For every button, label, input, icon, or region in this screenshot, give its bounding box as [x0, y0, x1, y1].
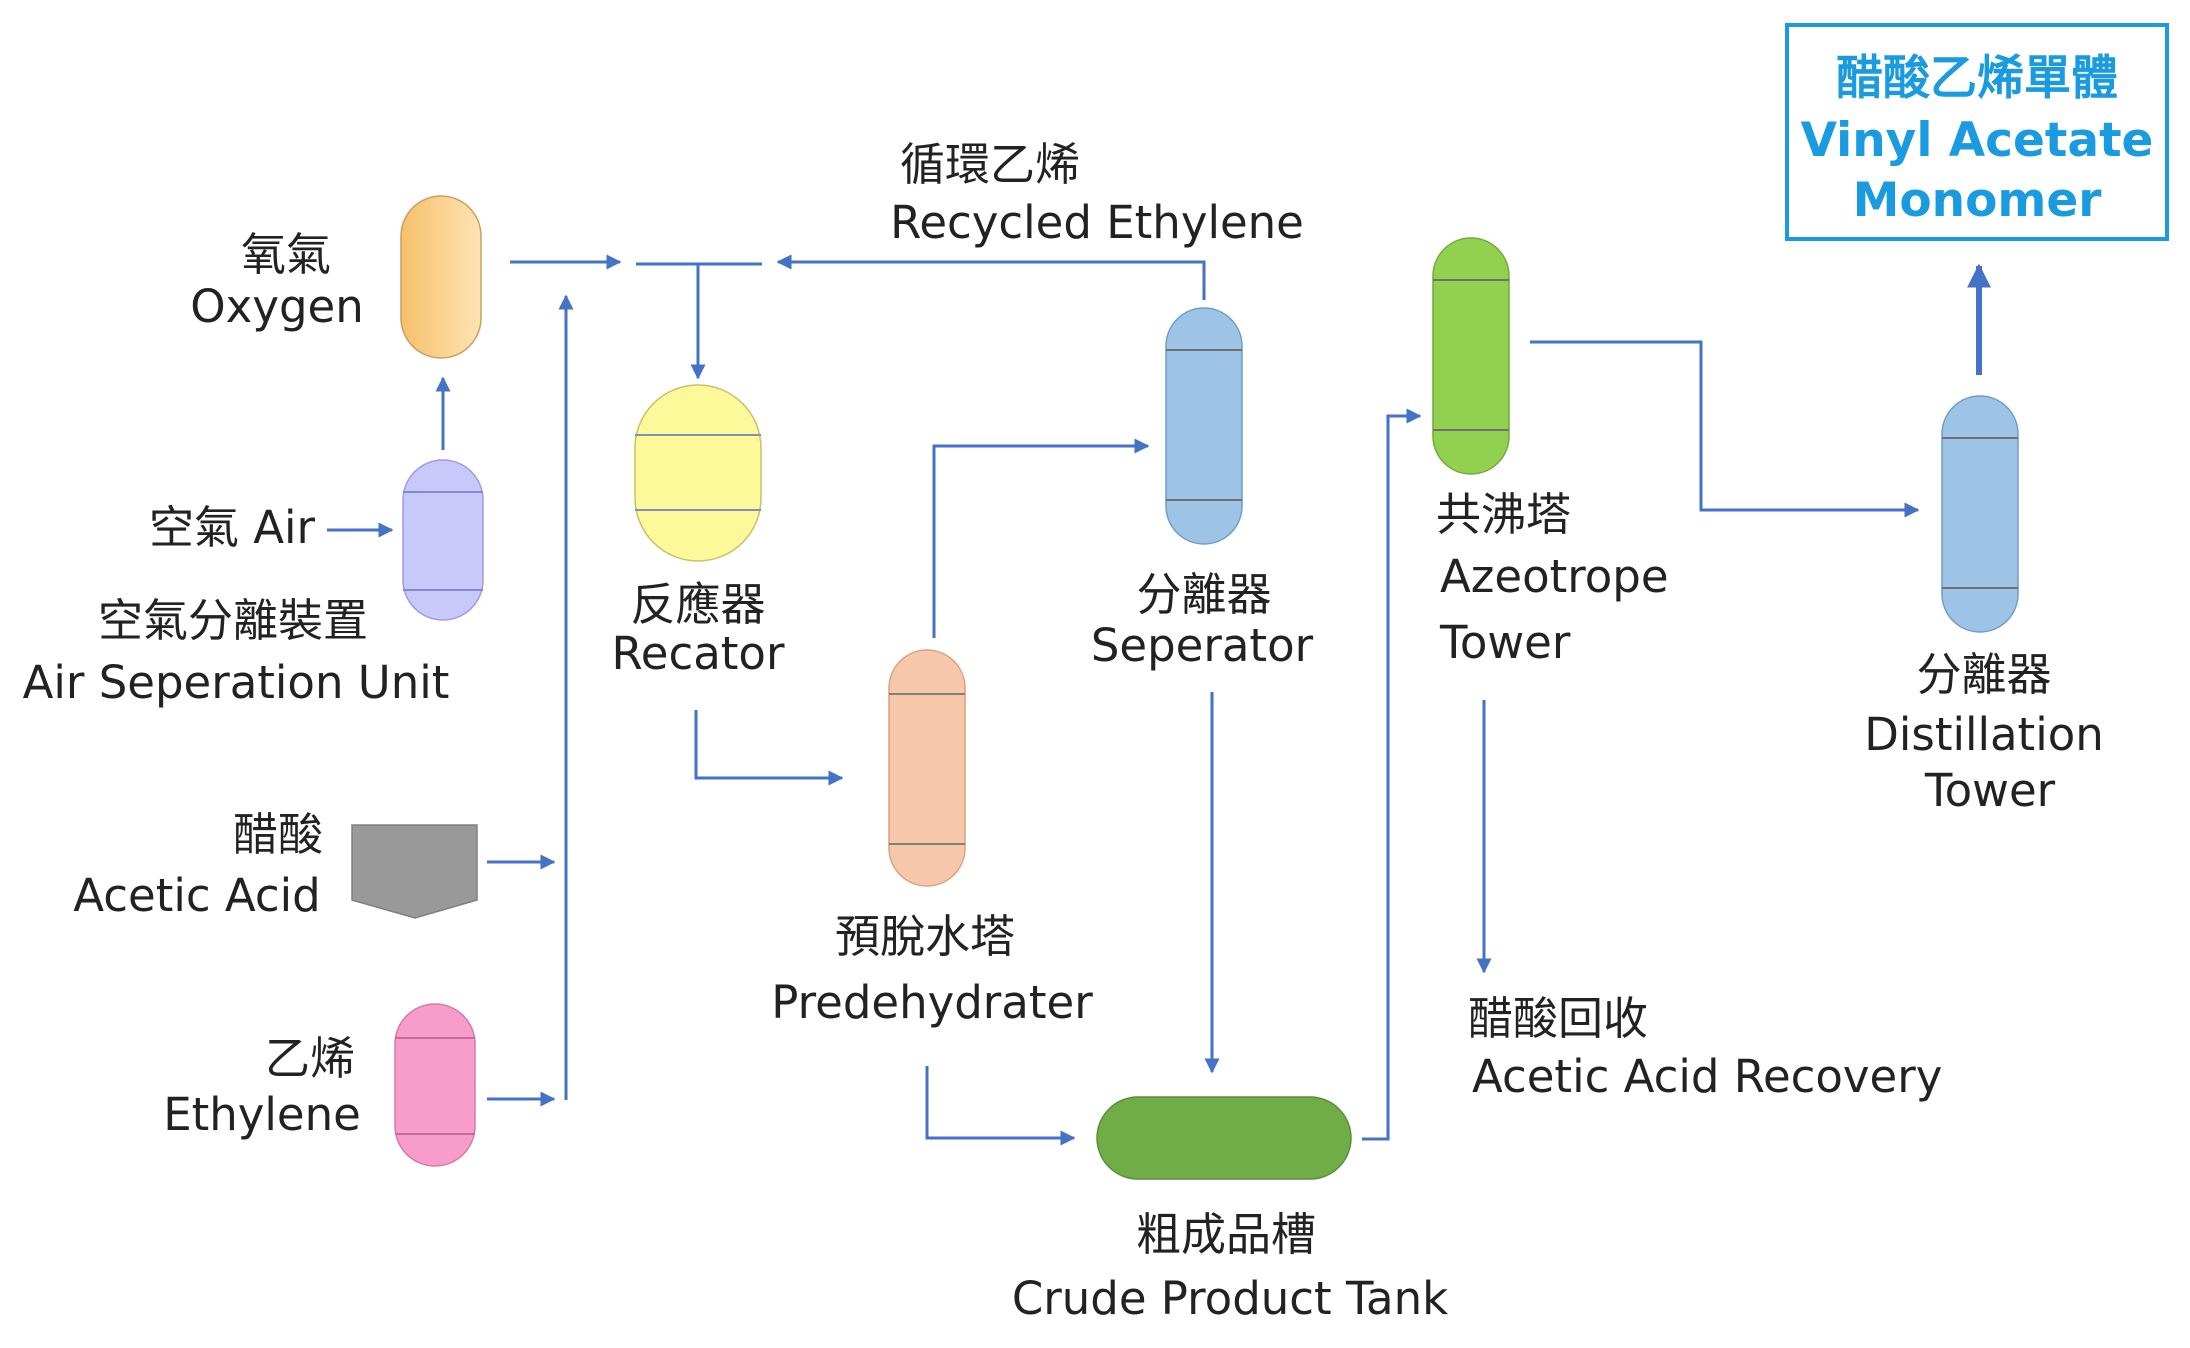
separator-vessel: [1165, 307, 1243, 545]
azeotrope-label-en1: Azeotrope: [1440, 550, 1669, 603]
reactor-label-zh: 反應器: [630, 578, 765, 631]
crude-tank-label-zh: 粗成品槽: [1136, 1208, 1316, 1261]
air-label: 空氣 Air: [149, 501, 316, 554]
asu-label-en: Air Seperation Unit: [23, 656, 450, 709]
air-separation-unit-vessel: [402, 459, 484, 621]
predehydrater-label-en: Predehydrater: [771, 976, 1093, 1029]
recycled-ethylene-label-zh: 循環乙烯: [900, 138, 1080, 191]
separator-label-zh: 分離器: [1136, 568, 1271, 621]
product-label-line1: 醋酸乙烯單體: [1836, 51, 2118, 106]
reactor-label-en: Recator: [612, 627, 785, 680]
acid-recovery-label-en: Acetic Acid Recovery: [1472, 1050, 1942, 1103]
distillation-tower-vessel: [1941, 395, 2019, 633]
oxygen-vessel: [400, 195, 482, 359]
ethylene-vessel: [394, 1003, 476, 1167]
acetic-acid-tank: [351, 824, 478, 919]
azeotrope-label-en2: Tower: [1439, 616, 1571, 669]
oxygen-label-zh: 氧氣: [241, 228, 331, 281]
acid-recovery-label-zh: 醋酸回收: [1468, 992, 1648, 1045]
distillation-label-en2: Tower: [1924, 764, 2056, 817]
recycled-ethylene-label-en: Recycled Ethylene: [890, 196, 1304, 249]
ethylene-label-zh: 乙烯: [265, 1032, 355, 1085]
product-box: [1785, 23, 2169, 241]
crude-tank-label-en: Crude Product Tank: [1012, 1272, 1448, 1325]
distillation-label-en1: Distillation: [1864, 708, 2104, 761]
flow-lines: [327, 254, 1991, 1146]
product-label-line2: Vinyl Acetate: [1801, 113, 2154, 168]
separator-label-en: Seperator: [1091, 619, 1314, 672]
oxygen-label-en: Oxygen: [190, 280, 363, 333]
predehydrater-label-zh: 預脫水塔: [835, 910, 1015, 963]
azeotrope-label-zh: 共沸塔: [1436, 488, 1571, 541]
acetic-acid-label-en: Acetic Acid: [73, 869, 320, 922]
acetic-acid-label-zh: 醋酸: [233, 808, 323, 861]
ethylene-label-en: Ethylene: [163, 1088, 361, 1141]
predehydrater-vessel: [888, 649, 966, 887]
asu-label-zh: 空氣分離裝置: [98, 594, 368, 647]
reactor-vessel: [634, 384, 762, 562]
azeotrope-tower-vessel: [1432, 237, 1510, 475]
crude-product-tank: [1096, 1096, 1352, 1180]
distillation-label-zh: 分離器: [1916, 648, 2051, 701]
product-label-line3: Monomer: [1853, 173, 2103, 228]
